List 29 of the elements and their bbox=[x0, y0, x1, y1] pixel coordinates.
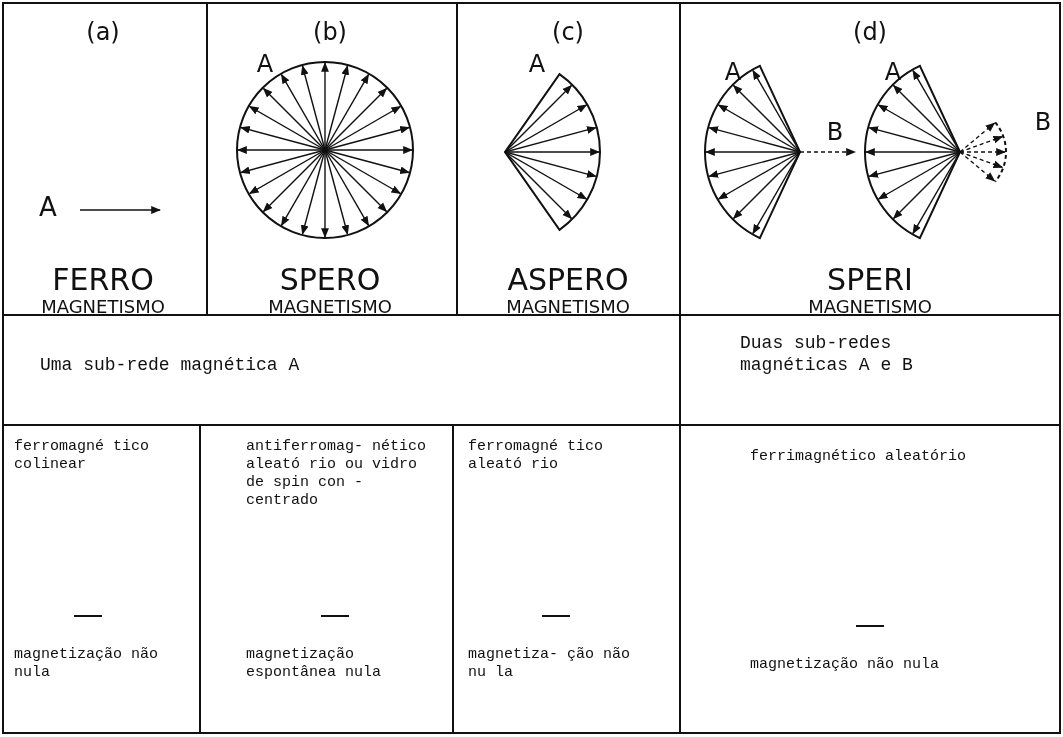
cell-text: magnetização espontânea nula bbox=[246, 646, 383, 682]
sublattice-letter: A bbox=[528, 50, 546, 79]
panel-title: SPERO bbox=[279, 262, 381, 298]
cell-text: ferromagné tico aleató rio bbox=[468, 438, 605, 474]
panel-letter: (d) bbox=[853, 18, 887, 47]
sublattice-letter: A bbox=[884, 58, 902, 87]
panel-title: FERRO bbox=[52, 262, 154, 298]
cell-text: ferromagné tico colinear bbox=[14, 438, 151, 474]
panel-letter: (a) bbox=[86, 18, 120, 47]
cell-text: antiferromag- nético aleató rio ou vidro de spin con - centrado bbox=[246, 438, 428, 510]
cell-text: Uma sub-rede magnética A bbox=[40, 355, 301, 377]
sublattice-letter: A bbox=[39, 192, 57, 224]
panel-title: ASPERO bbox=[507, 262, 629, 298]
cell-text: magnetização não nula bbox=[14, 646, 160, 682]
panel-subtitle: MAGNETISMO bbox=[506, 296, 630, 318]
panel-title: SPERI bbox=[827, 262, 913, 298]
sublattice-letter: B bbox=[826, 118, 844, 147]
panel-letter: (b) bbox=[313, 18, 347, 47]
panel-subtitle: MAGNETISMO bbox=[41, 296, 165, 318]
cell-text: magnetização não nula bbox=[750, 656, 941, 674]
panel-letter: (c) bbox=[552, 18, 584, 47]
cell-text: Duas sub-redes magnéticas A e B bbox=[740, 333, 914, 377]
sublattice-letter: A bbox=[724, 58, 742, 87]
sublattice-letter: A bbox=[256, 50, 274, 79]
panel-subtitle: MAGNETISMO bbox=[268, 296, 392, 318]
cell-text: ferrimagnético aleatório bbox=[750, 448, 968, 466]
panel-subtitle: MAGNETISMO bbox=[808, 296, 932, 318]
sublattice-letter: B bbox=[1034, 108, 1052, 137]
cell-text: magnetiza- ção não nu la bbox=[468, 646, 632, 682]
